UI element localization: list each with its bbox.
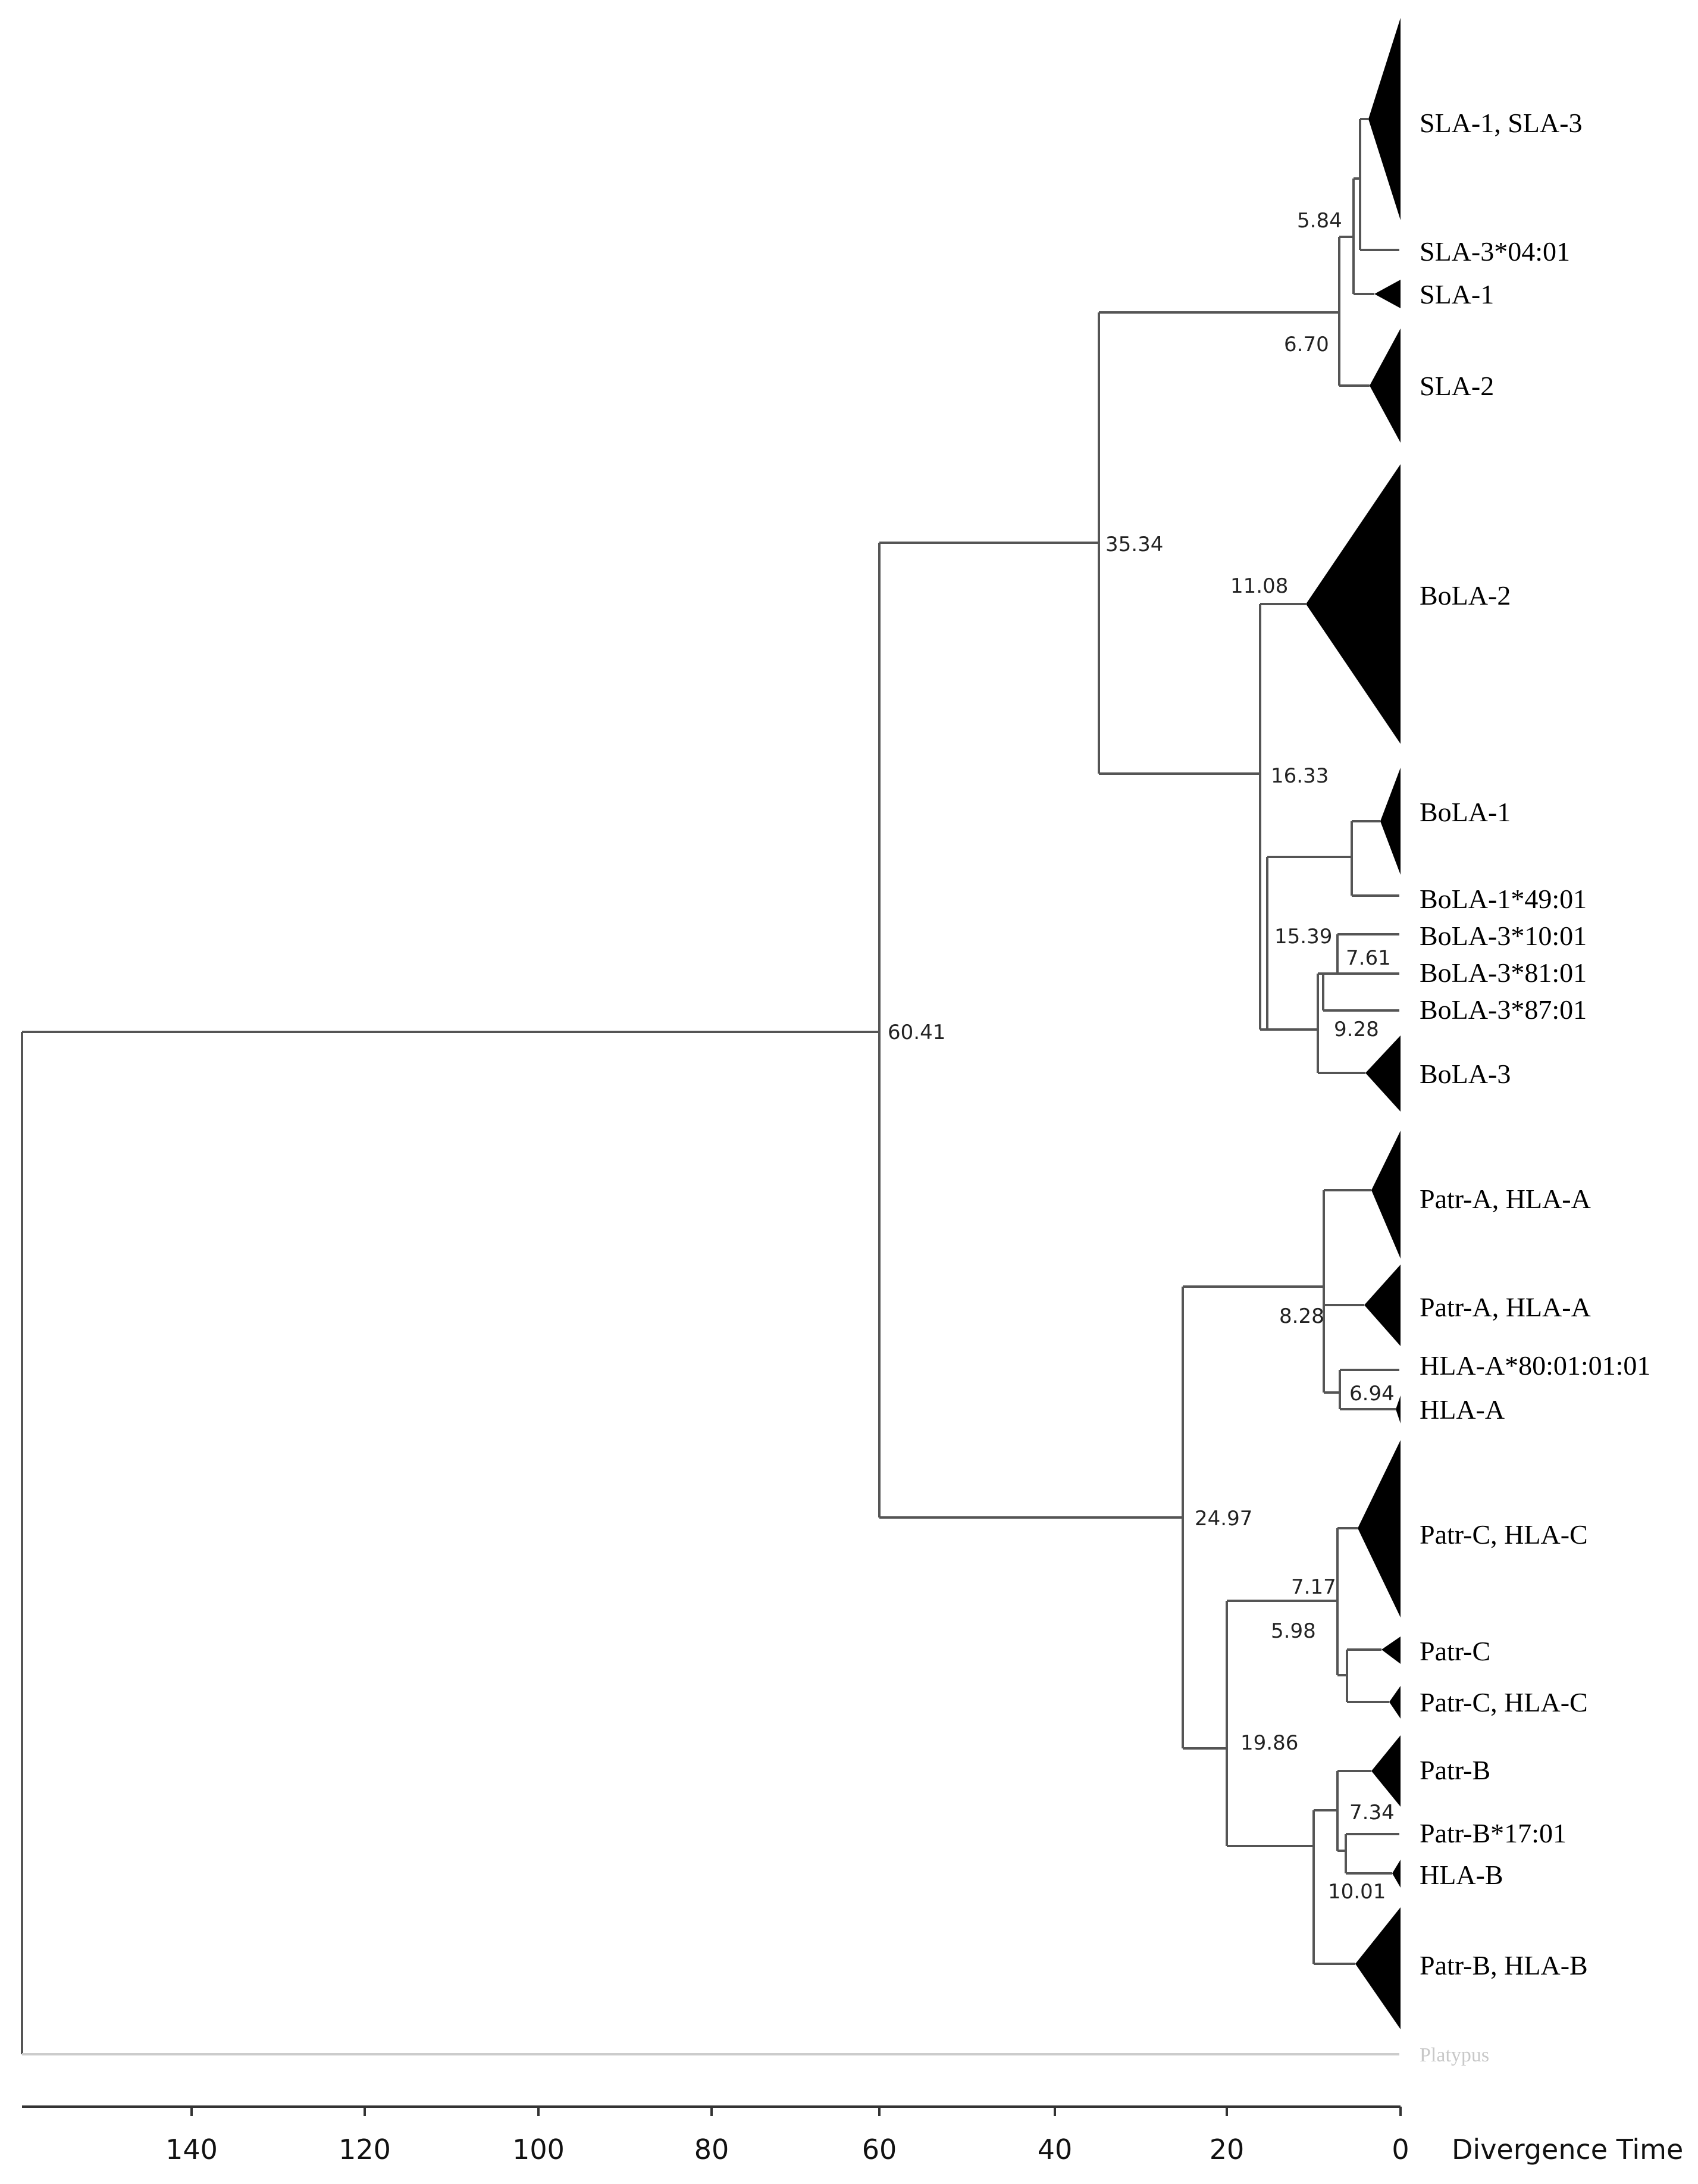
tip-labels: SLA-1, SLA-3 SLA-3*04:01 SLA-1 SLA-2 BoL… (1420, 108, 1650, 2066)
node-age-label: 7.61 (1346, 946, 1391, 970)
clade-patr-c-hla-c-2 (1389, 1686, 1401, 1719)
tip-label: BoLA-1*49:01 (1420, 884, 1587, 914)
axis-tick-label: 80 (694, 2133, 729, 2166)
tip-label: Patr-B*17:01 (1420, 1818, 1567, 1848)
node-age-labels: 60.41 35.34 6.70 5.84 16.33 11.08 15.39 … (888, 209, 1395, 1904)
collapsed-clades (1306, 18, 1401, 2029)
axis-tick-label: 100 (512, 2133, 565, 2166)
node-age-label: 24.97 (1195, 1507, 1252, 1531)
clade-patr-b (1371, 1735, 1401, 1807)
node-age-label: 6.94 (1349, 1382, 1395, 1406)
tip-label: Patr-B (1420, 1755, 1490, 1785)
clade-bola3 (1365, 1035, 1401, 1112)
tip-label: SLA-1, SLA-3 (1420, 108, 1582, 138)
axis-tick-label: 20 (1210, 2133, 1245, 2166)
tip-label: BoLA-2 (1420, 580, 1511, 611)
tip-label: Patr-B, HLA-B (1420, 1950, 1588, 1980)
time-axis (22, 2105, 1402, 2116)
clade-bola1 (1380, 768, 1401, 875)
tip-label-platypus: Platypus (1420, 2044, 1489, 2066)
node-age-label: 7.17 (1291, 1575, 1336, 1599)
tip-label: Patr-C, HLA-C (1420, 1687, 1588, 1717)
tip-label: BoLA-3*87:01 (1420, 994, 1587, 1025)
node-age-label: 11.08 (1230, 574, 1288, 598)
node-age-label: 19.86 (1240, 1731, 1298, 1755)
tip-label: HLA-A*80:01:01:01 (1420, 1350, 1650, 1381)
clade-sla2 (1370, 328, 1401, 443)
node-age-label: 5.98 (1271, 1619, 1316, 1643)
clade-patr-c-hla-c-1 (1358, 1440, 1401, 1617)
clade-patr-a-hla-a-1 (1371, 1131, 1401, 1259)
tip-label: Patr-A, HLA-A (1420, 1184, 1591, 1214)
node-age-label: 15.39 (1274, 925, 1332, 949)
tip-label: SLA-2 (1420, 371, 1494, 401)
tip-label: Patr-C (1420, 1636, 1490, 1666)
tip-label: SLA-1 (1420, 279, 1494, 309)
tip-label: BoLA-3*10:01 (1420, 921, 1587, 951)
node-age-label: 7.34 (1349, 1801, 1395, 1825)
axis-title: Divergence Time (1452, 2133, 1683, 2166)
clade-patr-c (1381, 1637, 1401, 1664)
axis-tick-label: 40 (1038, 2133, 1073, 2166)
tip-label: BoLA-1 (1420, 797, 1511, 827)
axis-tick-label: 60 (862, 2133, 897, 2166)
tip-label: BoLA-3 (1420, 1059, 1511, 1089)
node-age-label: 10.01 (1328, 1880, 1386, 1904)
node-age-label: 16.33 (1271, 764, 1329, 788)
clade-patr-a-hla-a-2 (1364, 1265, 1401, 1346)
tip-label: Patr-A, HLA-A (1420, 1292, 1591, 1322)
axis-tick-label: 120 (339, 2133, 391, 2166)
tip-label: BoLA-3*81:01 (1420, 958, 1587, 988)
tip-label: Patr-C, HLA-C (1420, 1519, 1588, 1550)
node-age-label: 6.70 (1284, 333, 1329, 356)
clade-hla-a (1396, 1395, 1401, 1423)
clade-sla1 (1374, 280, 1401, 308)
axis-tick-label: 0 (1392, 2133, 1409, 2166)
tip-label: SLA-3*04:01 (1420, 236, 1570, 267)
node-age-label: 9.28 (1334, 1018, 1379, 1041)
node-age-label: 8.28 (1279, 1304, 1324, 1328)
axis-tick-labels: 140 120 100 80 60 40 20 0 (165, 2133, 1409, 2166)
axis-tick-label: 140 (165, 2133, 218, 2166)
clade-hla-b (1392, 1860, 1401, 1888)
node-age-label: 60.41 (888, 1021, 945, 1044)
node-age-label: 5.84 (1297, 209, 1342, 233)
tree-branches (21, 118, 1399, 2055)
tip-label: HLA-A (1420, 1394, 1505, 1425)
clade-bola2 (1306, 464, 1401, 744)
node-age-label: 35.34 (1105, 533, 1163, 556)
tip-label: HLA-B (1420, 1860, 1503, 1890)
clade-sla1-sla3 (1368, 18, 1401, 220)
clade-patr-b-hla-b (1355, 1907, 1401, 2029)
